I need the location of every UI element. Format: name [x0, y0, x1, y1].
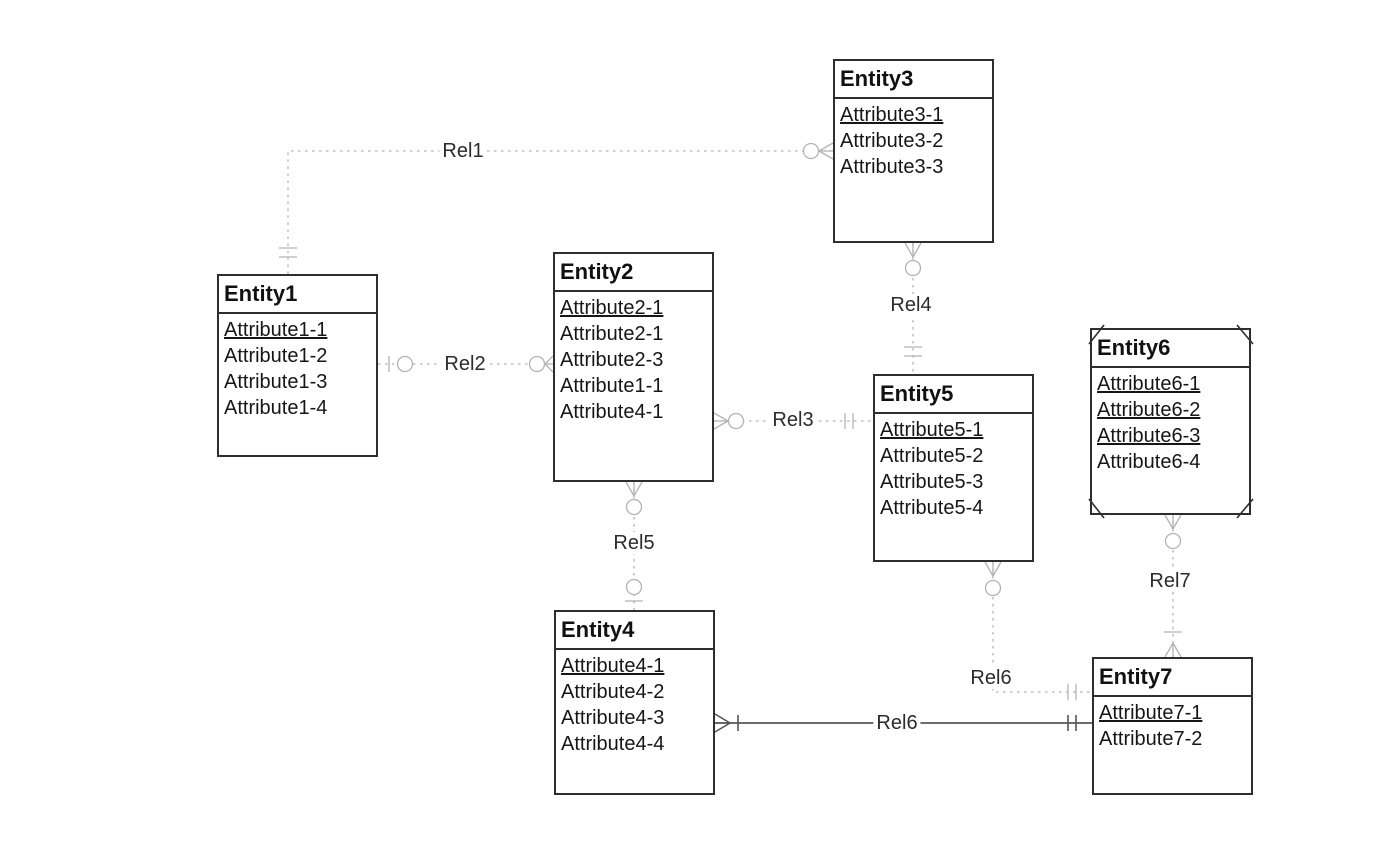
- rel3-entity2-optional-circle-icon: [727, 412, 745, 430]
- attribute: Attribute4-4: [561, 733, 665, 755]
- attribute: Attribute2-1: [560, 297, 664, 319]
- attribute: Attribute1-2: [224, 345, 328, 367]
- rel4-entity3-optional-circle-icon: [904, 259, 922, 277]
- entity4-attributes: Attribute4-1 Attribute4-2 Attribute4-3 A…: [556, 650, 713, 757]
- rel7-label: Rel7: [1146, 570, 1194, 592]
- rel7-entity6-crowfoot-icon: [1164, 514, 1182, 530]
- attribute: Attribute6-2: [1097, 399, 1201, 421]
- rel4-entity3-crowfoot-icon: [904, 242, 922, 258]
- attribute: Attribute4-3: [561, 707, 665, 729]
- attribute: Attribute3-3: [840, 156, 944, 178]
- entity2-attributes: Attribute2-1 Attribute2-1 Attribute2-3 A…: [555, 292, 712, 425]
- attribute: Attribute5-2: [880, 445, 984, 467]
- entity3-attributes: Attribute3-1 Attribute3-2 Attribute3-3: [835, 99, 992, 180]
- rel6-entity5-optional-circle-icon: [984, 579, 1002, 597]
- attribute: Attribute3-2: [840, 130, 944, 152]
- entity-entity3: Entity3 Attribute3-1 Attribute3-2 Attrib…: [833, 59, 994, 243]
- attribute: Attribute4-1: [560, 401, 664, 423]
- attribute: Attribute3-1: [840, 104, 944, 126]
- rel5-entity2-crowfoot-icon: [625, 481, 643, 497]
- attribute: Attribute1-3: [224, 371, 328, 393]
- attribute: Attribute1-1: [224, 319, 328, 341]
- rel2-entity2-optional-circle-icon: [528, 355, 546, 373]
- entity-entity1: Entity1 Attribute1-1 Attribute1-2 Attrib…: [217, 274, 378, 457]
- attribute: Attribute1-1: [560, 375, 664, 397]
- attribute: Attribute2-3: [560, 349, 664, 371]
- entity-entity5: Entity5 Attribute5-1 Attribute5-2 Attrib…: [873, 374, 1034, 562]
- entity-entity4: Entity4 Attribute4-1 Attribute4-2 Attrib…: [554, 610, 715, 795]
- rel1-entity3-crowfoot-icon: [818, 142, 834, 160]
- rel7-entity7-crowfoot-icon: [1164, 642, 1182, 658]
- attribute: Attribute2-1: [560, 323, 664, 345]
- entity-entity2: Entity2 Attribute2-1 Attribute2-1 Attrib…: [553, 252, 714, 482]
- attribute: Attribute5-1: [880, 419, 984, 441]
- entity7-attributes: Attribute7-1 Attribute7-2: [1094, 697, 1251, 752]
- entity3-title: Entity3: [835, 61, 992, 99]
- rel7-entity6-optional-circle-icon: [1164, 532, 1182, 550]
- attribute: Attribute4-2: [561, 681, 665, 703]
- rel5-label: Rel5: [610, 532, 658, 554]
- rel2-label: Rel2: [441, 353, 489, 375]
- attribute: Attribute6-3: [1097, 425, 1201, 447]
- rel6-solid-label: Rel6: [873, 712, 921, 734]
- entity2-title: Entity2: [555, 254, 712, 292]
- rel5-entity2-optional-circle-icon: [625, 498, 643, 516]
- entity5-attributes: Attribute5-1 Attribute5-2 Attribute5-3 A…: [875, 414, 1032, 521]
- entity4-title: Entity4: [556, 612, 713, 650]
- attribute: Attribute4-1: [561, 655, 665, 677]
- entity7-title: Entity7: [1094, 659, 1251, 697]
- attribute: Attribute1-4: [224, 397, 328, 419]
- rel2-entity1-optional-circle-icon: [396, 355, 414, 373]
- rel1-label: Rel1: [439, 140, 487, 162]
- rel6-entity4-crowfoot-icon: [714, 713, 731, 733]
- rel4-label: Rel4: [887, 294, 935, 316]
- entity6-attributes: Attribute6-1 Attribute6-2 Attribute6-3 A…: [1092, 368, 1249, 475]
- rel2-entity2-crowfoot-icon: [544, 355, 554, 373]
- attribute: Attribute7-2: [1099, 728, 1203, 750]
- entity-entity6: Entity6 Attribute6-1 Attribute6-2 Attrib…: [1090, 328, 1251, 515]
- entity1-attributes: Attribute1-1 Attribute1-2 Attribute1-3 A…: [219, 314, 376, 421]
- entity1-title: Entity1: [219, 276, 376, 314]
- rel5-entity4-optional-circle-icon: [625, 578, 643, 596]
- entity6-title: Entity6: [1092, 330, 1249, 368]
- rel3-entity2-crowfoot-icon: [713, 412, 729, 430]
- attribute: Attribute6-1: [1097, 373, 1201, 395]
- entity-entity7: Entity7 Attribute7-1 Attribute7-2: [1092, 657, 1253, 795]
- rel6-entity5-crowfoot-icon: [984, 561, 1002, 577]
- attribute: Attribute6-4: [1097, 451, 1201, 473]
- attribute: Attribute7-1: [1099, 702, 1203, 724]
- rel1-entity3-optional-circle-icon: [802, 142, 820, 160]
- attribute: Attribute5-3: [880, 471, 984, 493]
- entity5-title: Entity5: [875, 376, 1032, 414]
- rel6-dashed-label: Rel6: [967, 667, 1015, 689]
- rel3-label: Rel3: [769, 409, 817, 431]
- attribute: Attribute5-4: [880, 497, 984, 519]
